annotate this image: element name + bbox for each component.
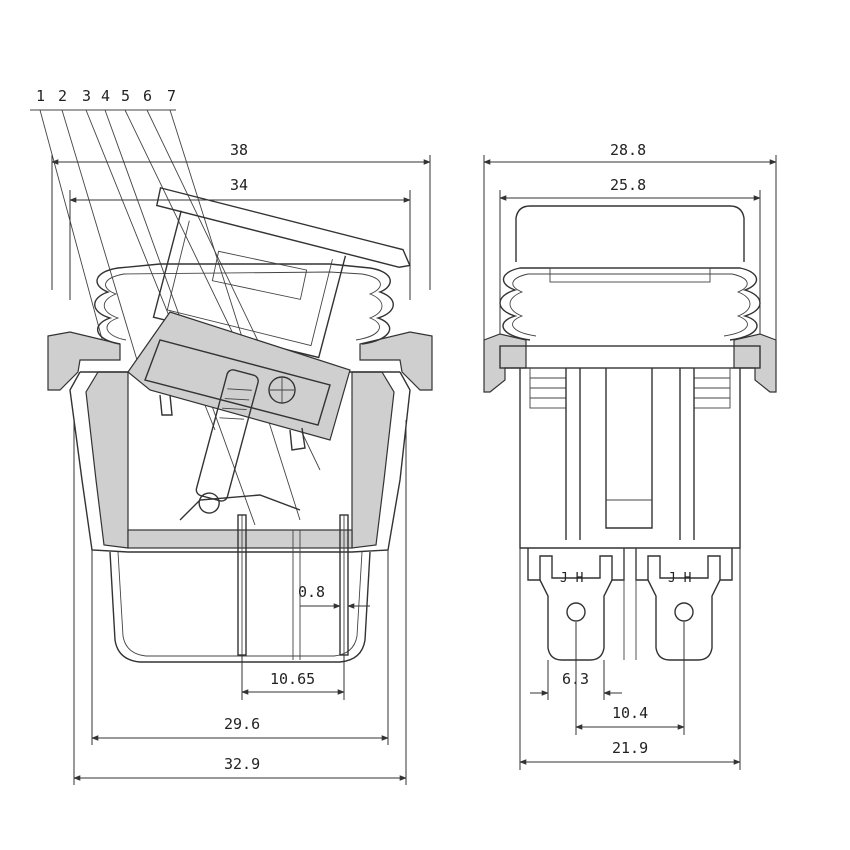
dimension-28.8: 28.8 [483, 141, 777, 340]
left-flange [47, 331, 121, 391]
front-boot-band [549, 267, 711, 283]
dimension-32.9: 32.9 [73, 420, 407, 785]
contact-left [159, 394, 173, 416]
part-number-6: 6 [143, 87, 152, 105]
front-center-slot [605, 368, 653, 529]
dim-0.8-label: 0.8 [298, 583, 325, 601]
right-flange [359, 331, 433, 391]
dim-10.65-label: 10.65 [270, 670, 315, 688]
front-view: 28.8 25.8 [483, 141, 777, 770]
dim-25.8-label: 25.8 [610, 176, 646, 194]
dim-29.6-label: 29.6 [224, 715, 260, 733]
part-number-3: 3 [82, 87, 91, 105]
dimension-38: 38 [51, 141, 431, 290]
housing-wall-left [85, 371, 129, 549]
dim-21.9-label: 21.9 [612, 739, 648, 757]
part-number-5: 5 [121, 87, 130, 105]
part-number-4: 4 [101, 87, 110, 105]
dimension-10.4: 10.4 [575, 622, 685, 735]
front-rubber-boot [499, 267, 761, 341]
lower-housing [109, 551, 371, 663]
housing-base [127, 529, 353, 549]
front-bezel [499, 345, 761, 369]
dim-38-label: 38 [230, 141, 248, 159]
dimension-34: 34 [69, 176, 411, 300]
contact-spring [179, 494, 301, 521]
dim-10.4-label: 10.4 [612, 704, 648, 722]
part-number-2: 2 [58, 87, 67, 105]
terminal-pins [237, 514, 349, 660]
front-body [519, 368, 741, 549]
lamp-circle [268, 376, 296, 404]
part-number-7: 7 [167, 87, 176, 105]
dimension-10.65: 10.65 [241, 655, 345, 700]
housing-outline [69, 371, 411, 553]
front-ribs [529, 367, 731, 409]
side-section-view: 1 2 3 4 5 6 7 38 [30, 87, 433, 785]
rubber-boot [94, 263, 394, 345]
spring-plunger [195, 369, 259, 514]
dimension-21.9: 21.9 [519, 548, 741, 770]
dim-28.8-label: 28.8 [610, 141, 646, 159]
part-number-labels: 1 2 3 4 5 6 7 [30, 87, 176, 111]
dimension-29.6: 29.6 [91, 550, 389, 745]
dimension-0.8: 0.8 [298, 583, 370, 609]
terminal-mark-right: J H [668, 571, 691, 586]
front-rocker-cap [515, 205, 745, 262]
contact-right [289, 427, 306, 451]
dim-34-label: 34 [230, 176, 248, 194]
dim-32.9-label: 32.9 [224, 755, 260, 773]
contact-carrier [127, 311, 351, 441]
housing-wall-right [351, 371, 395, 549]
terminal-mark-left: J H [560, 571, 583, 586]
dimension-25.8: 25.8 [499, 176, 761, 340]
part-number-1: 1 [36, 87, 45, 105]
